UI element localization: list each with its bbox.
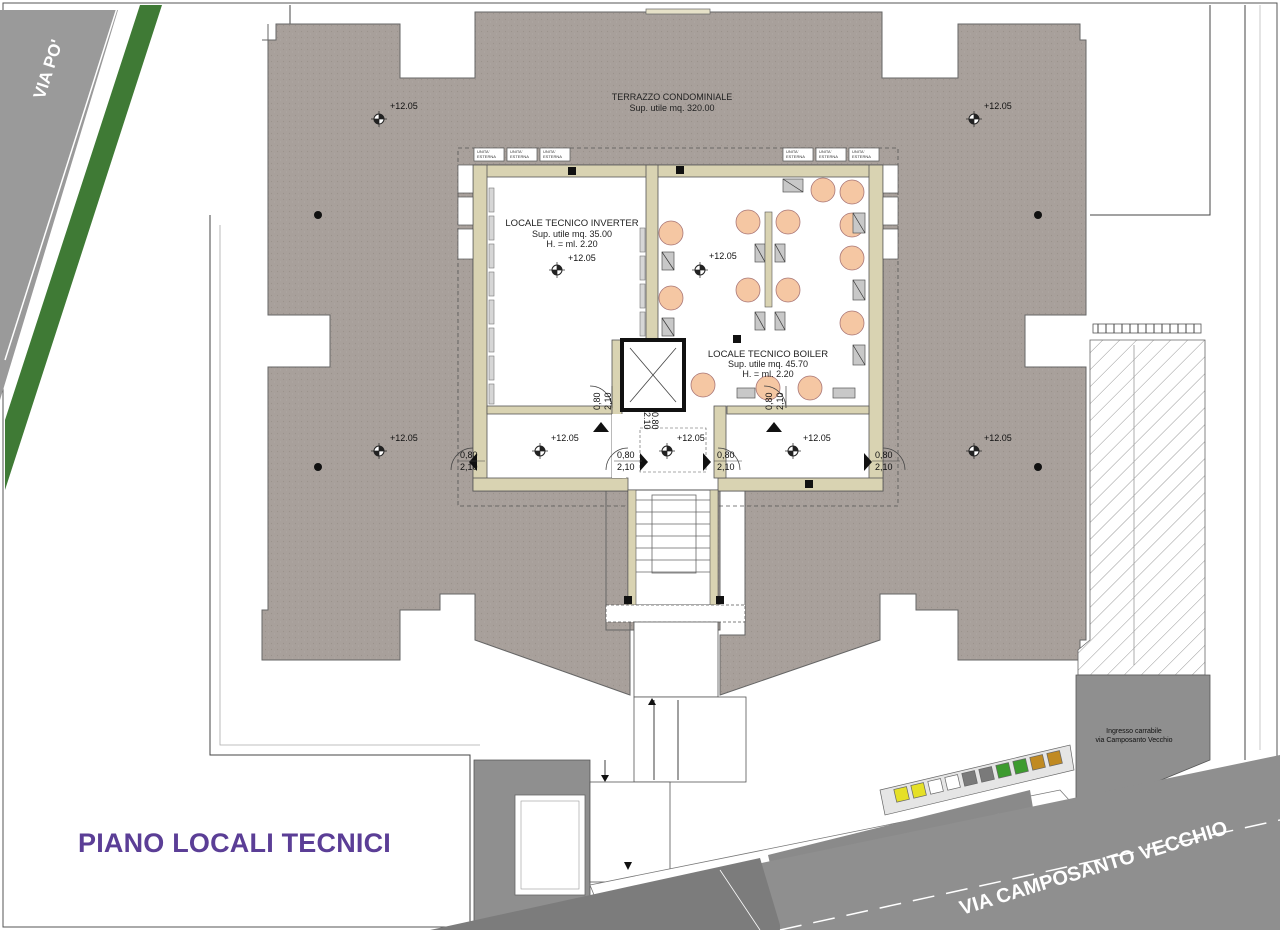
terrace-name: TERRAZZO CONDOMINIALE [612, 92, 733, 102]
svg-text:+12.05: +12.05 [551, 433, 579, 443]
svg-text:2,10: 2,10 [603, 392, 613, 410]
svg-text:2.10: 2.10 [642, 412, 652, 430]
svg-text:ESTERNA: ESTERNA [543, 154, 562, 159]
boiler-name: LOCALE TECNICO BOILER [708, 349, 828, 360]
tech-rooms-block [472, 164, 884, 492]
svg-text:UNITA': UNITA' [543, 149, 556, 154]
svg-text:0,80: 0,80 [617, 450, 635, 460]
svg-text:+12.05: +12.05 [568, 253, 596, 263]
svg-text:ESTERNA: ESTERNA [852, 154, 871, 159]
boiler-tanks [658, 177, 865, 401]
svg-text:0,80: 0,80 [875, 450, 893, 460]
driveway-line1: Ingresso carrabile [1106, 728, 1162, 735]
driveway-line2: via Camposanto Vecchio [1095, 737, 1172, 744]
svg-text:0,80: 0,80 [460, 450, 478, 460]
building-outline [209, 215, 471, 930]
svg-text:ESTERNA: ESTERNA [510, 154, 529, 159]
svg-text:0.80: 0.80 [650, 412, 660, 430]
svg-text:2,10: 2,10 [617, 462, 635, 472]
svg-text:2,10: 2,10 [460, 462, 478, 472]
svg-text:+12.05: +12.05 [984, 101, 1012, 111]
svg-text:+12.05: +12.05 [984, 433, 1012, 443]
svg-text:+12.05: +12.05 [677, 433, 705, 443]
svg-text:ESTERNA: ESTERNA [786, 154, 805, 159]
svg-text:2,10: 2,10 [875, 462, 893, 472]
svg-text:UNITA': UNITA' [510, 149, 523, 154]
inverter-name: LOCALE TECNICO INVERTER [505, 218, 638, 229]
svg-text:0,80: 0,80 [717, 450, 735, 460]
stairwell [627, 489, 719, 606]
svg-text:UNITA': UNITA' [786, 149, 799, 154]
inverter-height: H. = ml. 2.20 [546, 239, 597, 249]
green-strip [5, 5, 162, 490]
svg-text:0,80: 0,80 [592, 392, 602, 410]
svg-text:ESTERNA: ESTERNA [477, 154, 496, 159]
svg-text:UNITA': UNITA' [852, 149, 865, 154]
inverter-area: Sup. utile mq. 35.00 [532, 229, 612, 239]
svg-text:2,10: 2,10 [775, 392, 785, 410]
outdoor-units [457, 147, 899, 260]
terrace-area: Sup. utile mq. 320.00 [629, 103, 714, 113]
via-po-road [0, 10, 118, 400]
boiler-area: Sup. utile mq. 45.70 [728, 359, 808, 369]
svg-text:ESTERNA: ESTERNA [819, 154, 838, 159]
svg-text:+12.05: +12.05 [803, 433, 831, 443]
sheet-title: PIANO LOCALI TECNICI [78, 828, 391, 858]
svg-text:+12.05: +12.05 [390, 101, 418, 111]
svg-text:UNITA': UNITA' [819, 149, 832, 154]
svg-text:2,10: 2,10 [717, 462, 735, 472]
waste-bins [879, 744, 1075, 816]
svg-text:+12.05: +12.05 [709, 251, 737, 261]
ramp-hatch [1077, 339, 1206, 676]
svg-text:UNITA': UNITA' [477, 149, 490, 154]
boiler-height: H. = ml. 2.20 [742, 369, 793, 379]
svg-text:0,80: 0,80 [764, 392, 774, 410]
svg-text:+12.05: +12.05 [390, 433, 418, 443]
